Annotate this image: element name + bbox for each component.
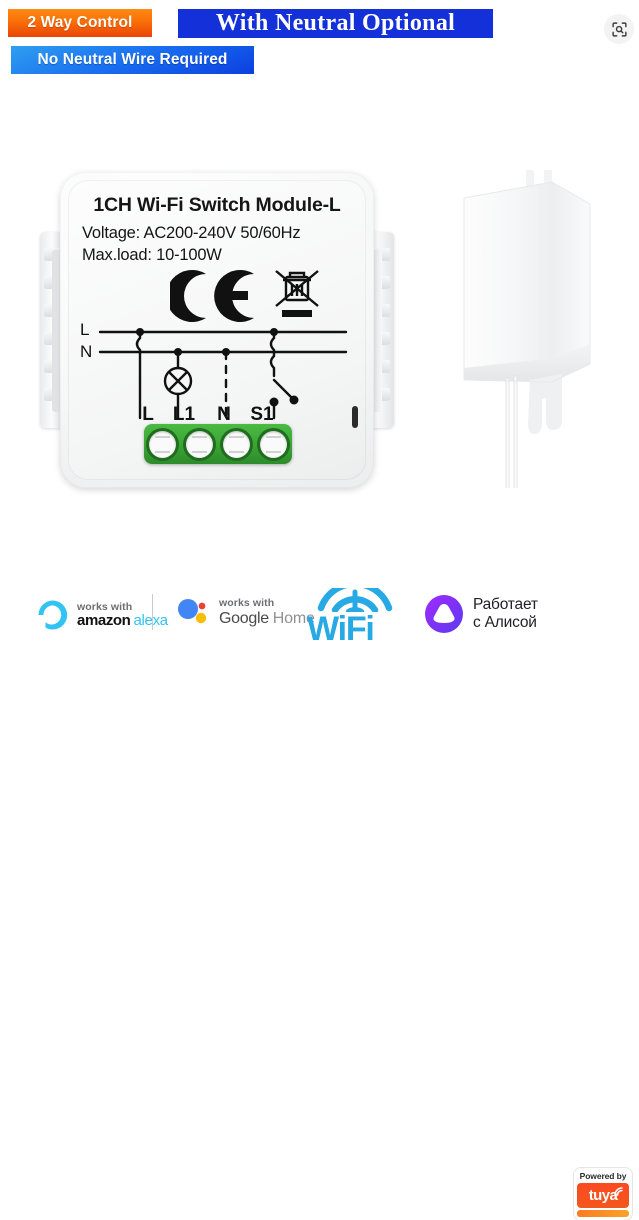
badge-no-neutral-wire-required: No Neutral Wire Required <box>11 46 254 74</box>
product-maxload-print: Max.load: 10-100W <box>82 246 222 264</box>
terminal-label-l1: L1 <box>172 404 196 425</box>
module-body: 1CH Wi-Fi Switch Module-L Voltage: AC200… <box>60 172 374 488</box>
ce-mark-icon <box>170 270 254 322</box>
product-front-view: 1CH Wi-Fi Switch Module-L Voltage: AC200… <box>38 172 396 488</box>
logo-divider <box>152 594 153 630</box>
badge-with-neutral-optional: With Neutral Optional <box>178 9 493 38</box>
terminal-screw-l1 <box>186 430 213 458</box>
terminal-screw-l <box>149 430 176 458</box>
google-brand-text: Google <box>219 609 269 627</box>
alice-circle-icon <box>425 595 463 633</box>
product-image-canvas: 2 Way Control With Neutral Optional No N… <box>0 9 639 1220</box>
wiring-label-live: L <box>80 320 90 339</box>
alexa-ring-icon <box>38 600 68 630</box>
terminal-label-s1: S1 <box>250 404 274 425</box>
google-assistant-dots-icon <box>178 599 207 624</box>
logo-works-with-alice: Работает с Алисой <box>424 594 538 634</box>
badge-two-way-control-label: 2 Way Control <box>27 14 133 31</box>
product-voltage-print: Voltage: AC200-240V 50/60Hz <box>82 224 301 242</box>
badge-with-neutral-optional-label: With Neutral Optional <box>215 10 456 36</box>
module-side-slot <box>352 406 358 428</box>
alice-line-1: Работает <box>473 595 538 613</box>
wifi-waves-icon <box>317 588 393 612</box>
terminal-screw-n <box>223 430 250 458</box>
wiring-diagram <box>98 328 348 420</box>
weee-bin-icon <box>275 270 319 317</box>
wifi-label: WiFi <box>307 610 375 648</box>
logo-works-with-google-home: works with Google Home <box>175 598 315 628</box>
scan-zoom-icon <box>611 21 627 37</box>
scan-zoom-button[interactable] <box>604 14 634 44</box>
badge-no-neutral-wire-required-label: No Neutral Wire Required <box>37 51 228 68</box>
google-home-text: Home <box>272 609 315 627</box>
product-title-print: 1CH Wi-Fi Switch Module-L <box>93 194 341 216</box>
alexa-works-with-text: works with <box>77 600 133 613</box>
tuya-accent-bar <box>577 1210 629 1217</box>
logo-works-with-alexa: works with amazon alexa <box>36 598 168 632</box>
wiring-label-neutral: N <box>80 342 93 361</box>
terminal-label-l: L <box>142 404 154 425</box>
alice-line-2: с Алисой <box>473 614 537 631</box>
alexa-alexa-text: alexa <box>133 611 168 629</box>
logo-wifi: WiFi <box>307 588 403 646</box>
terminal-screw-s1 <box>260 430 287 458</box>
terminal-labels: L L1 N S1 <box>60 404 374 428</box>
compatibility-logo-strip: works with amazon alexa works with Googl… <box>0 580 639 1220</box>
google-works-with-text: works with <box>219 597 275 610</box>
logo-powered-by-tuya: Powered by tuya <box>574 1168 632 1220</box>
terminal-label-n: N <box>217 404 231 425</box>
tuya-signal-icon <box>614 1187 623 1196</box>
badge-two-way-control: 2 Way Control <box>8 9 152 37</box>
terminal-block <box>144 424 292 464</box>
product-side-view <box>463 170 591 488</box>
tuya-powered-by-text: Powered by <box>579 1171 627 1181</box>
alexa-amazon-text: amazon <box>77 611 131 629</box>
tuya-plate: tuya <box>577 1183 629 1208</box>
